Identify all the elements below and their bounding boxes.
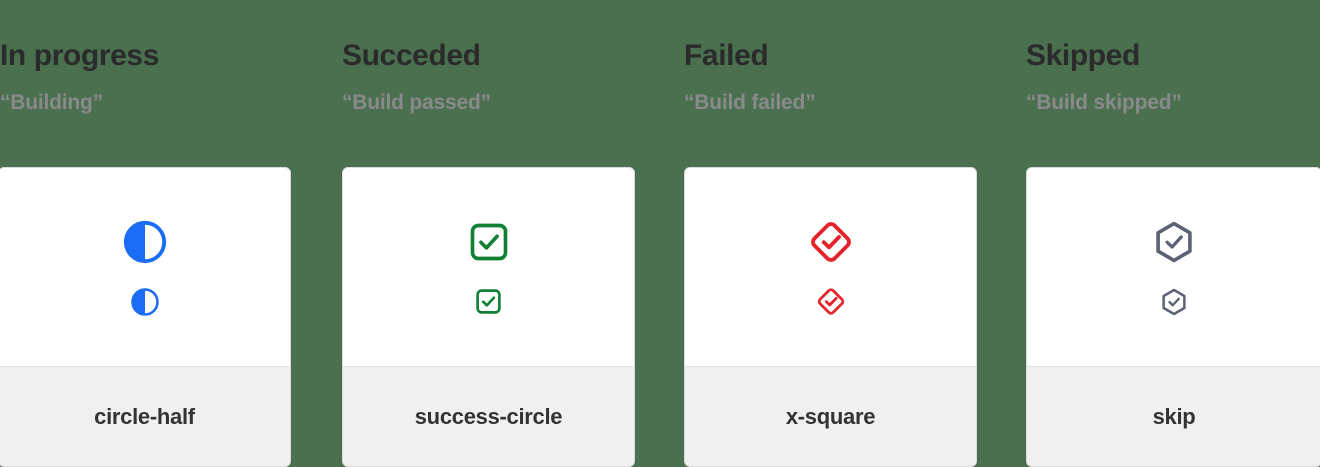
x-square-icon-small	[816, 287, 846, 317]
status-column-succeded: Succeded “Build passed” succes	[342, 0, 635, 467]
icon-card-circle-half[interactable]: circle-half	[0, 167, 291, 467]
x-square-icon	[808, 219, 854, 265]
column-heading: Failed	[684, 39, 769, 72]
icon-name-label: success-circle	[414, 403, 563, 429]
card-footer: x-square	[685, 366, 976, 466]
card-footer: skip	[1027, 366, 1320, 466]
status-column-skipped: Skipped “Build skipped” skip	[1026, 0, 1320, 467]
column-heading: Succeded	[342, 39, 481, 72]
card-footer: success-circle	[343, 366, 634, 466]
success-circle-icon	[466, 219, 512, 265]
column-quote: “Build failed”	[684, 91, 816, 114]
circle-half-icon-small	[130, 287, 160, 317]
status-column-in-progress: In progress “Building” circle-	[0, 0, 293, 467]
icon-name-label: skip	[1152, 403, 1196, 429]
card-icon-area	[685, 168, 976, 367]
card-footer: circle-half	[0, 366, 290, 466]
icon-name-label: circle-half	[94, 403, 195, 429]
column-quote: “Build skipped”	[1026, 91, 1182, 114]
icon-card-x-square[interactable]: x-square	[684, 167, 977, 467]
column-quote: “Build passed”	[342, 91, 491, 114]
icon-card-skip[interactable]: skip	[1026, 167, 1320, 467]
skip-icon	[1151, 219, 1197, 265]
card-icon-area	[0, 168, 290, 367]
skip-icon-small	[1159, 287, 1189, 317]
column-heading: Skipped	[1026, 39, 1140, 72]
icon-card-success-circle[interactable]: success-circle	[342, 167, 635, 467]
icon-name-label: x-square	[785, 403, 876, 429]
card-icon-area	[343, 168, 634, 367]
card-icon-area	[1027, 168, 1320, 367]
column-quote: “Building”	[0, 91, 103, 114]
success-circle-icon-small	[474, 287, 504, 317]
status-column-failed: Failed “Build failed”	[684, 0, 977, 467]
column-heading: In progress	[0, 39, 159, 72]
circle-half-icon	[122, 219, 168, 265]
